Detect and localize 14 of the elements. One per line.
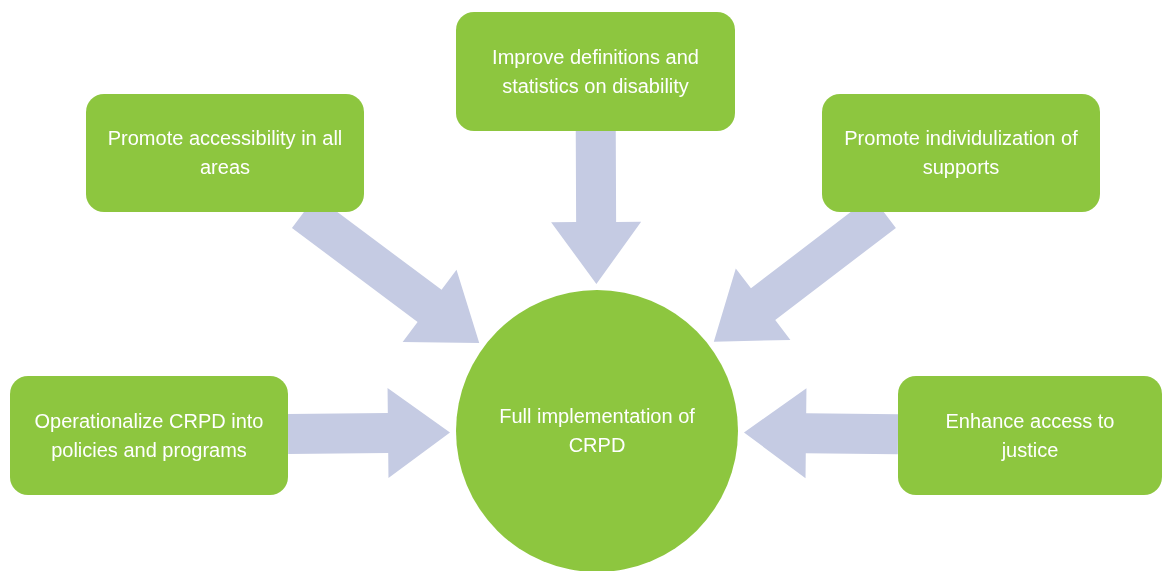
action-box [898,376,1162,495]
node-text: Enhance access to justice [944,408,1116,463]
block-arrow [744,388,899,479]
node-text: Promote individulization of supports [843,126,1079,180]
node-text: Full implementation of CRPD [498,404,696,458]
action-box [10,376,288,495]
block-arrow [551,130,642,284]
action-box [822,94,1100,212]
node-text: Improve definitions and statistics on disability [491,44,700,99]
node-text: Promote accessibility in all areas [106,126,344,180]
action-box [456,12,735,131]
block-arrow [287,388,450,479]
action-box [86,94,364,212]
node-text: Operationalize CRPD into policies and programs [33,408,265,463]
